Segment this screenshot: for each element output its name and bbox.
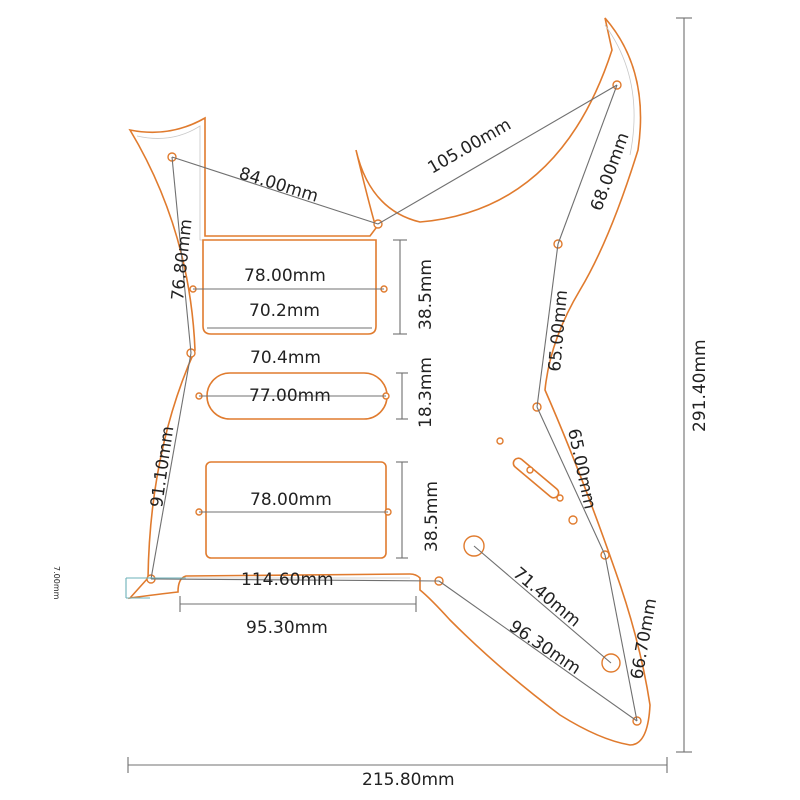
neck-height-dimension [393, 239, 407, 335]
dimension-line [150, 352, 192, 580]
dimension-line [536, 243, 559, 408]
label-neck-38-5mm: 38.5mm [416, 259, 436, 330]
bottom-cutout-dimension [179, 596, 417, 612]
label-overall-height: 291.40mm [690, 339, 710, 432]
label-105mm: 105.00mm [425, 115, 515, 179]
dimension-line [536, 406, 606, 556]
knob-hole [496, 437, 504, 445]
dimension-line [604, 554, 638, 722]
label-neck-78mm: 78.00mm [244, 266, 326, 286]
label-114-6mm: 114.60mm [241, 570, 334, 590]
label-66-7mm: 66.70mm [627, 597, 661, 681]
label-65mm-lower: 65.00mm [563, 427, 600, 511]
pickguard-outline [127, 17, 651, 746]
label-overall-width: 215.80mm [362, 770, 455, 790]
overall-height-dimension [676, 17, 692, 753]
middle-height-dimension [396, 372, 408, 420]
label-77mm: 77.00mm [249, 386, 331, 406]
label-95-3mm: 95.30mm [246, 618, 328, 638]
dimension-line [377, 84, 618, 225]
switch-slot [512, 457, 560, 499]
dimension-line [438, 580, 638, 722]
dimension-line [150, 578, 440, 582]
pickguard-inner-edge [136, 24, 635, 579]
bridge-pickup-cavity [205, 461, 387, 559]
dimension-line [557, 84, 618, 245]
label-65mm-upper: 65.00mm [545, 289, 572, 372]
label-7mm: 7.00mm [52, 566, 61, 600]
dimension-line [473, 545, 612, 664]
overall-width-dimension [127, 757, 668, 773]
knob-hole [526, 466, 534, 474]
label-70-4mm: 70.4mm [250, 348, 321, 368]
bridge-height-dimension [396, 461, 408, 559]
label-bridge-78mm: 78.00mm [250, 490, 332, 510]
neck-pickup-cavity [202, 239, 377, 335]
dimension-line [171, 156, 192, 354]
label-18-3mm: 18.3mm [416, 357, 436, 428]
edge-offset-dimension [125, 577, 186, 599]
knob-hole [556, 494, 564, 502]
label-84mm: 84.00mm [237, 164, 321, 207]
knob-hole [568, 515, 578, 525]
label-68mm: 68.00mm [587, 130, 634, 214]
label-91-1mm: 91.10mm [147, 425, 178, 509]
label-bridge-38-5mm: 38.5mm [422, 481, 442, 552]
dimension-line [171, 156, 379, 225]
label-70-2mm: 70.2mm [249, 301, 320, 321]
